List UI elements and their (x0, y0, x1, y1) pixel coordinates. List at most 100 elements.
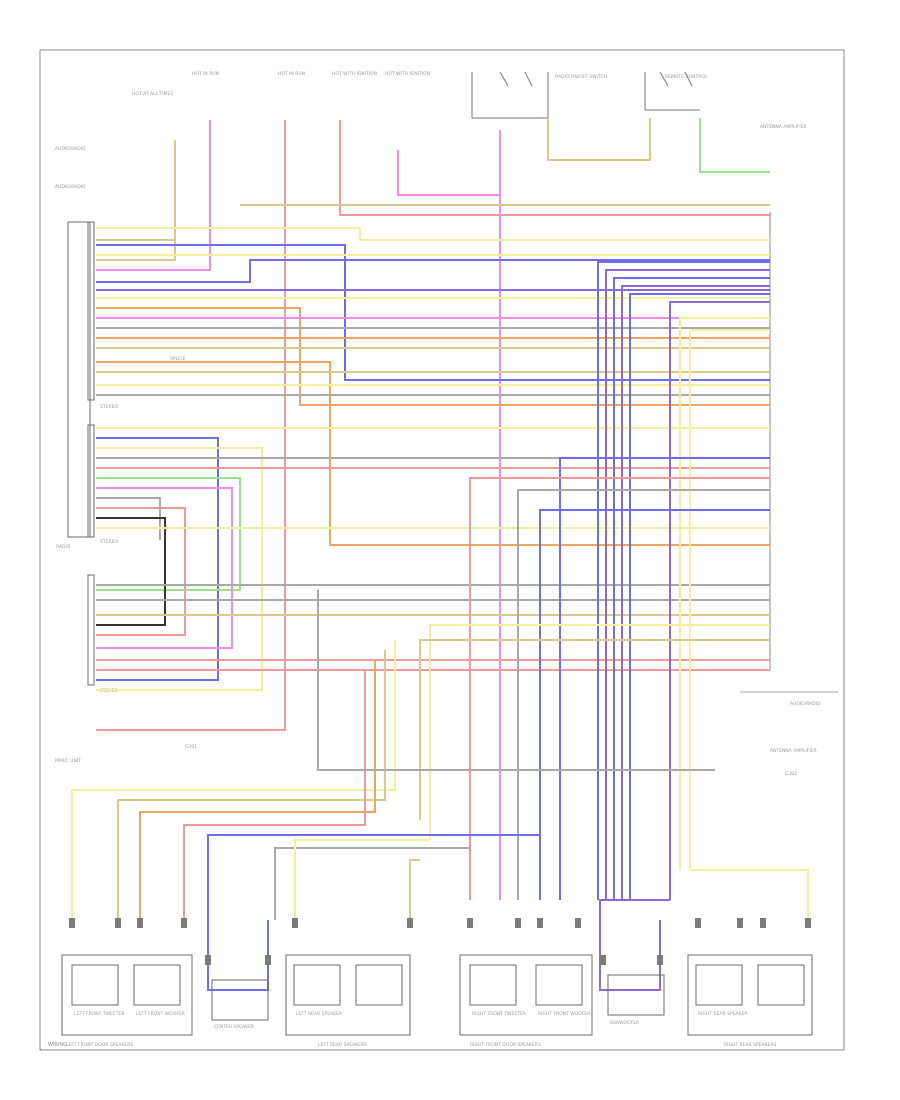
wire-yellow-bot1 (71, 640, 396, 920)
wire-harness (71, 118, 809, 991)
wire-yellow-r1 (679, 317, 770, 870)
wire-green-b2 (96, 477, 241, 591)
wire-purple-r2 (621, 285, 770, 900)
top-switches (471, 71, 700, 119)
wire-blue-r1 (597, 261, 770, 900)
fuse-label-1: HOT AT ALL TIMES (132, 91, 173, 97)
fuse-label-4: HOT WITH IGNITION (332, 71, 377, 77)
wire-tan-bot1 (117, 650, 386, 920)
wire-red-feed (96, 120, 286, 731)
right-rear-speakers (687, 954, 813, 1036)
wire-red-top (339, 120, 770, 216)
wire-purple-r3 (669, 301, 770, 900)
diagram-frame (39, 49, 845, 1051)
wire-yellow-h1 (96, 227, 770, 241)
wire-blue-b2 (96, 437, 219, 681)
wire-yellow-bot2 (294, 839, 430, 920)
ground-left: G301 (185, 744, 197, 750)
lr-speaker-label: LEFT REAR SPEAKER (296, 1011, 342, 1017)
stereo-label-1: STEREO (100, 404, 118, 410)
wire-yellow-b2-2 (96, 447, 263, 691)
wire-gray-r1 (517, 489, 770, 900)
lf-woofer (133, 964, 181, 1006)
wire-tan-bot2 (409, 859, 420, 920)
right-rear-label: RIGHT REAR SPEAKERS (724, 1042, 777, 1048)
rf-tweeter-label: RIGHT FRONT TWEETER (472, 1011, 526, 1017)
connector-c3 (87, 574, 95, 686)
fuse-label-3: HOT IN RUN (278, 71, 305, 77)
wire-purple-r1 (605, 269, 770, 900)
left-rear-speakers (285, 954, 411, 1036)
wire-yellow-bot3 (690, 869, 809, 920)
wire-red-r1 (469, 477, 770, 900)
rr-speaker-label: RIGHT REAR SPEAKER (698, 1011, 748, 1017)
wire-yellow-r2 (689, 329, 770, 870)
fuse-label-5: HOT WITH IGNITION (385, 71, 430, 77)
wire-blue-r2 (613, 277, 770, 900)
right-front-label: RIGHT FRONT DOOR SPEAKERS (470, 1042, 541, 1048)
wire-gray-bot1 (274, 847, 470, 920)
wire-tan-r1 (419, 639, 770, 820)
wire-blue-r5 (539, 509, 770, 900)
lr-speaker-b (355, 964, 403, 1006)
left-side-label-1: AUDIO/RADIO (55, 146, 86, 152)
wire-purple-bot1 (599, 899, 670, 991)
wire-orange-h3 (96, 361, 770, 546)
rf-woofer-label: RIGHT FRONT WOOFER (538, 1011, 590, 1017)
center-speaker (211, 979, 269, 1021)
speaker-pins (69, 918, 811, 965)
speakers: LEFT FRONT TWEETER LEFT FRONT WOOFER LEF… (61, 954, 813, 1048)
wire-red-b2-2 (96, 507, 186, 636)
wire-pink-1 (96, 120, 211, 271)
connector-c2 (87, 424, 95, 538)
left-rear-label: LEFT REAR SPEAKERS (318, 1042, 367, 1048)
radio-unit (67, 221, 91, 538)
left-side-label-2: AUDIO/RADIO (55, 184, 86, 190)
wire-pink-loop (397, 130, 501, 196)
ecu-label: MMI/C UNIT (55, 758, 81, 764)
wire-gray-ground (317, 590, 715, 771)
switch-label-2: REMOTE CONTROL (665, 74, 708, 80)
wire-orange-bot1 (139, 660, 376, 920)
subwoofer (607, 974, 665, 1016)
left-front-label: LEFT FRONT DOOR SPEAKERS (66, 1042, 133, 1048)
connector-c1 (87, 221, 95, 401)
right-label-1: AUDIO/RADIO (790, 701, 821, 707)
antenna-label: ANTENNA AMPLIFIER (760, 124, 807, 130)
fuse-label-2: HOT IN RUN (192, 71, 219, 77)
page-ref: WIRING (48, 1042, 67, 1048)
wire-tan-sw (547, 118, 651, 161)
center-speaker-label: CENTER SPEAKER (214, 1024, 254, 1030)
top-labels: HOT AT ALL TIMES HOT IN RUN HOT IN RUN H… (55, 71, 807, 190)
right-label-2: ANTENNA AMPLIFIER (770, 748, 817, 754)
left-connectors: RADIO STEREO STEREO STEREO MMI/C UNIT SP… (55, 221, 197, 764)
lr-speaker-a (293, 964, 341, 1006)
wire-blue-r4 (559, 457, 770, 900)
wire-blue-h2 (96, 259, 770, 283)
wire-red-bot1 (183, 670, 366, 920)
wire-black-b2 (96, 517, 166, 626)
switch-label-1: RADIO ON/OFF SWITCH (555, 74, 607, 80)
ground-right: G302 (785, 771, 797, 777)
subwoofer-label: SUBWOOFER (610, 1020, 639, 1026)
lf-tweeter (71, 964, 119, 1006)
wire-blue-h1 (96, 244, 770, 381)
rr-speaker-a (695, 964, 743, 1006)
wire-orange-h1 (96, 307, 770, 406)
radio-label: RADIO (56, 544, 71, 550)
wire-tan-2 (96, 190, 176, 261)
right-front-door-speakers (459, 954, 593, 1036)
splice-label: SPLICE (170, 356, 186, 362)
right-connectors: AUDIO/RADIO ANTENNA AMPLIFIER G302 (740, 212, 838, 777)
wire-blue-r3 (629, 293, 770, 900)
rf-woofer (535, 964, 583, 1006)
wire-tan-1 (96, 140, 176, 241)
lf-woofer-label: LEFT FRONT WOOFER (136, 1011, 185, 1017)
wire-blue-bot1 (207, 834, 540, 991)
rr-speaker-b (757, 964, 805, 1006)
left-front-door-speakers (61, 954, 193, 1036)
wire-yellow-r3 (429, 624, 770, 840)
stereo-label-2: STEREO (100, 539, 118, 545)
rf-tweeter (469, 964, 517, 1006)
